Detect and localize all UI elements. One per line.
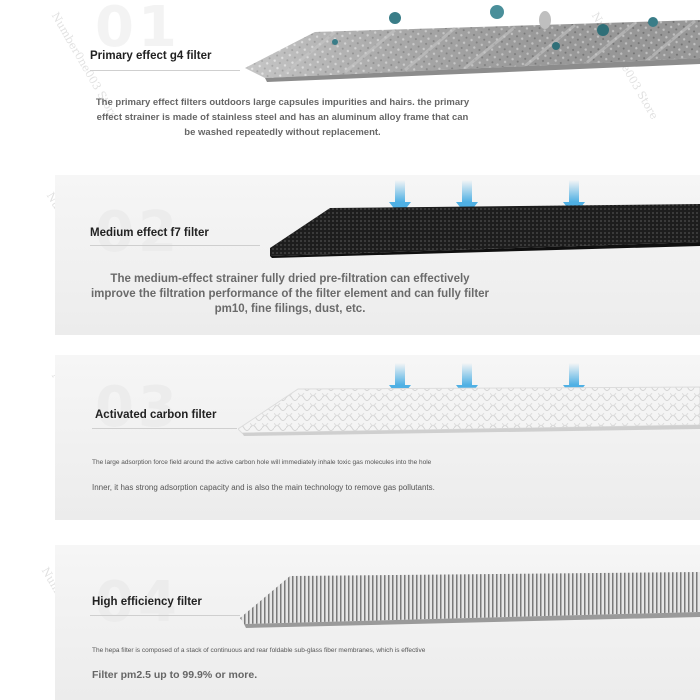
section-description-line2: Inner, it has strong adsorption capacity… bbox=[92, 483, 435, 492]
hepa-filter-image bbox=[240, 572, 700, 628]
section-title: High efficiency filter bbox=[92, 596, 202, 608]
medium-filter-image bbox=[270, 204, 700, 258]
title-underline bbox=[92, 428, 237, 429]
section-description: The medium-effect strainer fully dried p… bbox=[90, 273, 490, 315]
title-underline bbox=[90, 245, 260, 246]
dust-particle-icon bbox=[332, 39, 338, 45]
filter-section-carbon: 03 Activated carbon filter The large ads… bbox=[0, 355, 700, 520]
filter-section-hepa: 04 High efficiency filter The hepa filte… bbox=[0, 545, 700, 700]
carbon-filter-image bbox=[238, 386, 700, 436]
section-title: Activated carbon filter bbox=[95, 409, 217, 421]
dust-particle-icon bbox=[539, 11, 551, 29]
filter-section-primary: 01 Primary effect g4 filter bbox=[0, 0, 700, 175]
dust-particle-icon bbox=[552, 42, 560, 50]
section-number: 01 bbox=[95, 0, 181, 60]
title-underline bbox=[90, 615, 240, 616]
section-number: 02 bbox=[95, 200, 181, 265]
section-description-line1: The large adsorption force field around … bbox=[92, 459, 432, 466]
section-number: 03 bbox=[95, 375, 181, 440]
filter-section-medium: 02 Medium effect f7 filter The medium-ef… bbox=[0, 175, 700, 335]
dust-particle-icon bbox=[490, 5, 504, 19]
title-underline bbox=[90, 70, 240, 71]
section-title: Medium effect f7 filter bbox=[90, 227, 209, 239]
section-description-line1: The hepa filter is composed of a stack o… bbox=[92, 647, 426, 654]
section-description: The primary effect filters outdoors larg… bbox=[95, 97, 470, 138]
section-title: Primary effect g4 filter bbox=[90, 50, 212, 62]
dust-particle-icon bbox=[597, 24, 609, 36]
section-number: 04 bbox=[95, 570, 181, 635]
section-description-line2: Filter pm2.5 up to 99.9% or more. bbox=[92, 669, 258, 681]
dust-particle-icon bbox=[389, 12, 401, 24]
dust-particle-icon bbox=[648, 17, 658, 27]
primary-filter-image bbox=[245, 5, 700, 82]
